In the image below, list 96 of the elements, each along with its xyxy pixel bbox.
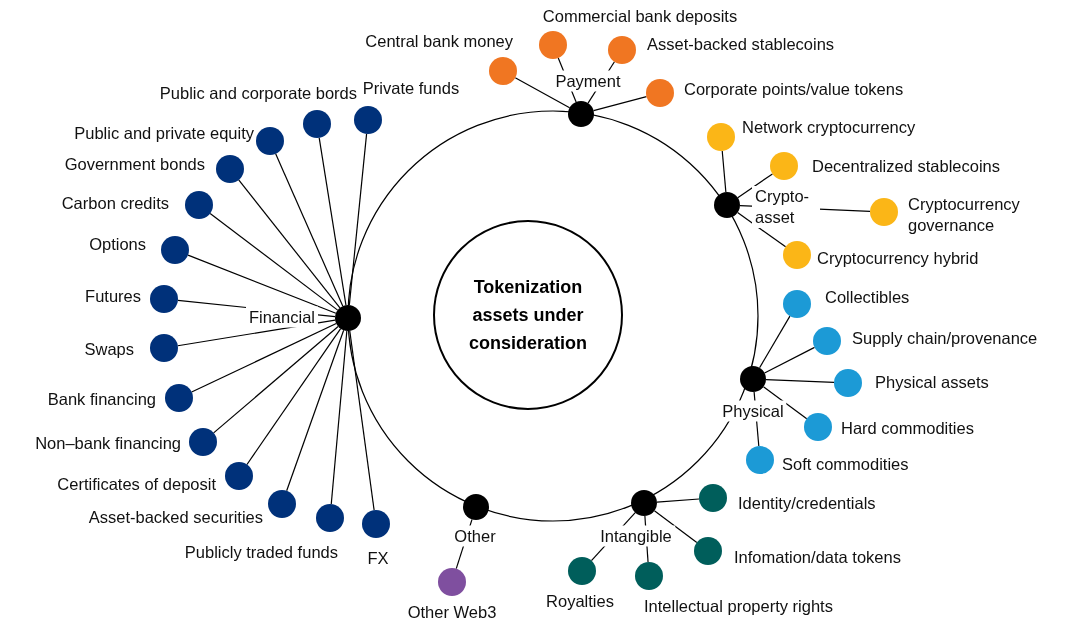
asset-label: Physical assets — [875, 371, 989, 393]
asset-label: Options — [89, 233, 146, 255]
connector-line — [209, 212, 339, 311]
asset-label: Carbon credits — [61, 192, 169, 214]
asset-dot — [813, 327, 841, 355]
connector-line — [349, 330, 375, 511]
asset-label: Bank financing — [47, 388, 156, 410]
hub-dot — [463, 494, 489, 520]
hub-dot — [631, 490, 657, 516]
asset-dot — [489, 57, 517, 85]
asset-dot — [161, 236, 189, 264]
asset-label: Commercial bank deposits — [542, 5, 738, 27]
asset-dot — [699, 484, 727, 512]
connector-line — [765, 378, 835, 383]
asset-label: Cryptocurrency governance — [908, 194, 1021, 236]
asset-dot — [783, 290, 811, 318]
asset-dot — [150, 285, 178, 313]
asset-dot — [438, 568, 466, 596]
category-label: Crypto-asset — [752, 186, 820, 228]
connector-line — [191, 322, 337, 393]
asset-dot — [834, 369, 862, 397]
asset-label: Certificates of deposit — [57, 473, 216, 495]
connector-line — [656, 498, 700, 503]
asset-dot — [354, 106, 382, 134]
connector-line — [275, 153, 344, 307]
asset-label: Cryptocurrency hybrid — [817, 247, 979, 269]
asset-label: Collectibles — [825, 286, 910, 308]
asset-label: Asset-backed stablecoins — [647, 33, 835, 55]
connector-line — [762, 386, 808, 420]
connector-line — [213, 325, 339, 434]
asset-dot — [165, 384, 193, 412]
asset-dot — [694, 537, 722, 565]
connector-line — [238, 179, 341, 309]
asset-dot — [225, 462, 253, 490]
asset-label: Public and private equity — [74, 122, 254, 144]
connector-line — [246, 328, 342, 466]
asset-dot — [707, 123, 735, 151]
connector-line — [737, 173, 774, 199]
asset-dot — [303, 110, 331, 138]
connector-line — [737, 211, 787, 248]
connector-line — [592, 96, 648, 112]
asset-dot — [185, 191, 213, 219]
asset-dot — [268, 490, 296, 518]
asset-label: Network cryptocurrency — [742, 116, 916, 138]
connector-line — [653, 510, 698, 544]
asset-dot — [362, 510, 390, 538]
asset-dot — [870, 198, 898, 226]
asset-label: Other Web3 — [407, 601, 497, 623]
asset-label: Decentralized stablecoins — [812, 155, 1001, 177]
hub-dot — [335, 305, 361, 331]
asset-dot — [746, 446, 774, 474]
asset-dot — [783, 241, 811, 269]
center-title: Tokenization assets under consideration — [468, 276, 588, 355]
asset-label: Swaps — [84, 338, 134, 360]
asset-label: Futures — [85, 285, 141, 307]
asset-label: Publicly traded funds — [184, 541, 338, 563]
asset-dot — [608, 36, 636, 64]
asset-label: Supply chain/provenance — [852, 327, 1038, 349]
hub-dot — [740, 366, 766, 392]
asset-label: Hard commodities — [841, 417, 974, 439]
asset-dot — [568, 557, 596, 585]
asset-dot — [646, 79, 674, 107]
asset-label: Central bank money — [365, 30, 513, 52]
asset-dot — [804, 413, 832, 441]
asset-label: Soft commodities — [782, 453, 909, 475]
asset-label: Intellectual property rights — [644, 595, 833, 617]
connector-line — [330, 330, 348, 505]
asset-dot — [770, 152, 798, 180]
connector-line — [759, 315, 791, 369]
connector-line — [318, 137, 347, 306]
connector-line — [348, 133, 368, 306]
asset-dot — [316, 504, 344, 532]
asset-label: Government bonds — [64, 153, 205, 175]
category-label: Financial — [245, 306, 318, 328]
asset-label: Public and corporate bords — [159, 82, 357, 104]
connector-line — [721, 150, 727, 193]
connector-line — [514, 77, 571, 109]
asset-label: Non–bank financing — [35, 432, 181, 454]
asset-label: Royalties — [546, 590, 614, 612]
asset-dot — [539, 31, 567, 59]
asset-dot — [150, 334, 178, 362]
asset-label: Private funds — [362, 77, 460, 99]
connector-line — [187, 254, 337, 314]
hub-dot — [714, 192, 740, 218]
asset-dot — [189, 428, 217, 456]
asset-label: Corporate points/value tokens — [684, 78, 904, 100]
asset-dot — [256, 127, 284, 155]
asset-dot — [216, 155, 244, 183]
asset-dot — [635, 562, 663, 590]
asset-label: Asset-backed securities — [88, 506, 263, 528]
asset-label: FX — [367, 547, 389, 569]
asset-label: Infomation/data tokens — [734, 546, 901, 568]
connector-line — [763, 346, 816, 374]
asset-label: Identity/credentials — [738, 492, 876, 514]
hub-dot — [568, 101, 594, 127]
connector-line — [286, 329, 345, 492]
